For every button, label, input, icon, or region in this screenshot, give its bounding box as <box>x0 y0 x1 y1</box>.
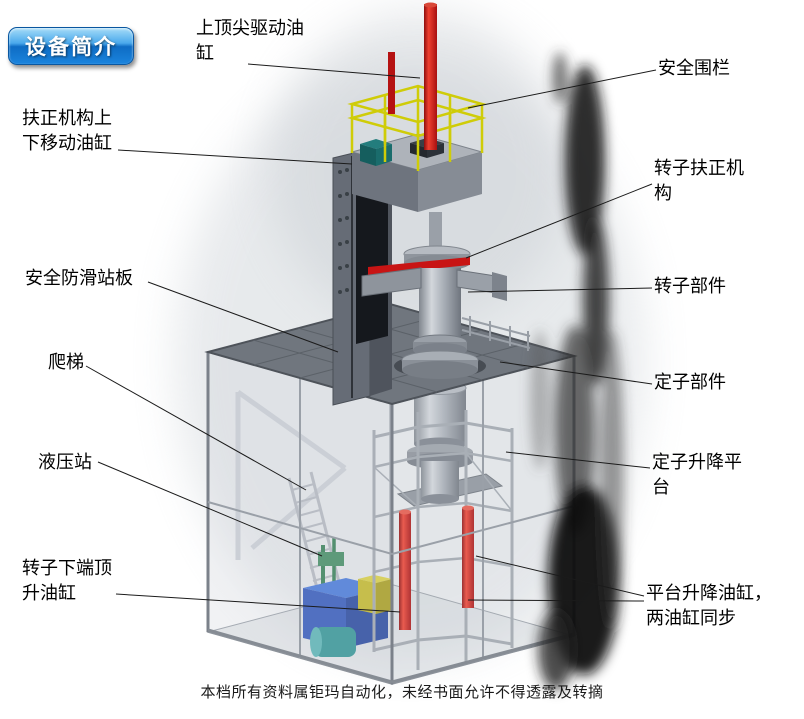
leader-lines <box>85 63 657 613</box>
callout-safety-fence: 安全围栏 <box>658 58 730 78</box>
title-badge-label: 设备简介 <box>25 35 117 59</box>
leader-ladder <box>85 365 307 491</box>
leader-platform-cylinder-a <box>475 555 645 597</box>
callout-hydraulic-station: 液压站 <box>38 452 92 472</box>
top-drive-cylinder-graphic <box>388 2 437 150</box>
footer-watermark: 本档所有资料属钜玛自动化，未经书面允许不得透露及转摘 <box>200 685 604 701</box>
callout-rotor-centering-mech: 转子扶正机构 <box>654 158 744 203</box>
callout-rotor-part: 转子部件 <box>654 276 726 296</box>
rotor-assembly-graphic <box>361 212 507 379</box>
callout-antislip-board: 安全防滑站板 <box>25 268 133 288</box>
leader-platform-cylinder-b <box>467 599 645 602</box>
leader-centering-move-cylinder <box>117 149 353 165</box>
callout-platform-lift-cylinders: 平台升降油缸，两油缸同步 <box>646 583 772 628</box>
clamp-red-band <box>368 257 470 275</box>
leader-hydraulic-station <box>97 461 323 557</box>
safety-fence-graphic <box>347 84 487 171</box>
leader-safety-fence <box>467 69 657 109</box>
callout-stator-part: 定子部件 <box>654 372 726 392</box>
leader-stator-part <box>499 361 653 385</box>
hydraulic-unit-graphic <box>303 538 392 657</box>
safety-cage-graphic <box>206 351 576 685</box>
leader-rotor-centering-mech <box>465 183 653 259</box>
transfer-rail-graphic <box>461 316 531 351</box>
access-ladder-graphic <box>287 471 344 601</box>
leader-rotor-part <box>467 287 653 293</box>
callout-stator-lift-platform: 定子升降平台 <box>652 452 742 497</box>
leader-rotor-jack-cylinder <box>115 593 401 613</box>
leader-top-drive-cylinder <box>247 63 421 79</box>
callout-rotor-jack-cylinder: 转子下端顶升油缸 <box>22 558 112 603</box>
support-braces <box>235 389 347 560</box>
callout-top-drive-cylinder: 上顶尖驱动油缸 <box>196 18 304 63</box>
callout-ladder: 爬梯 <box>48 352 84 372</box>
leader-stator-lift-platform <box>505 451 651 469</box>
title-badge: 设备简介 <box>8 27 134 65</box>
leader-antislip-board <box>147 281 339 353</box>
ink-smudge <box>530 52 624 690</box>
callout-centering-move-cylinder: 扶正机构上下移动油缸 <box>22 108 112 153</box>
